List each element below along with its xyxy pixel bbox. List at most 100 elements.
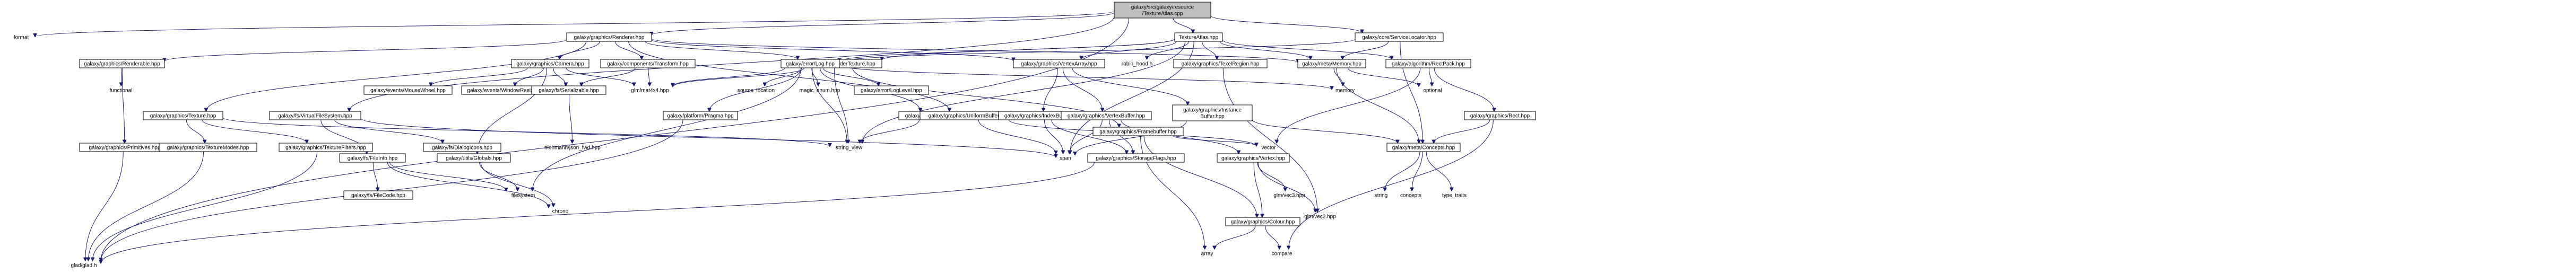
node-servicelocator[interactable]: galaxy/core/ServiceLocator.hpp <box>1355 32 1444 42</box>
node-label-filesystem-0: filesystem <box>511 193 535 199</box>
edge-vertexbuffer-to-storageflags <box>1109 119 1133 154</box>
edge-renderer-to-metamemory <box>651 38 1298 63</box>
node-label-pragma-0: galaxy/platform/Pragma.hpp <box>667 113 734 119</box>
node-label-glmvec2-0: glm/vec2.hpp <box>1304 214 1336 220</box>
node-label-root-0: galaxy/src/galaxy/resource <box>1131 5 1194 11</box>
node-label-transform-0: galaxy/components/Transform.hpp <box>607 61 689 67</box>
node-concepts: concepts <box>1400 193 1421 199</box>
edge-root-to-renderer <box>652 12 1115 35</box>
node-label-root-1: /TextureAtlas.cpp <box>1142 11 1183 17</box>
node-globals[interactable]: galaxy/utils/Globals.hpp <box>437 153 511 163</box>
node-concepts_local[interactable]: galaxy/meta/Concepts.hpp <box>1386 143 1461 152</box>
node-texturefilters[interactable]: galaxy/graphics/TextureFilters.hpp <box>279 143 373 152</box>
node-filesystem: filesystem <box>511 193 535 199</box>
node-label-vertexbuffer-0: galaxy/graphics/VertexBuffer.hpp <box>1068 113 1145 119</box>
node-texture[interactable]: galaxy/graphics/Texture.hpp <box>143 111 223 120</box>
node-magicenum: magic_enum.hpp <box>800 88 840 94</box>
edge-vertexarray-to-vertexbuffer <box>1062 67 1102 111</box>
node-label-optional-0: optional <box>1423 88 1442 94</box>
node-serializable[interactable]: galaxy/fs/Serializable.hpp <box>531 85 606 95</box>
edge-primitives-to-glad <box>85 151 124 261</box>
edge-virtualfs-to-span <box>360 118 1056 157</box>
node-graphicsvertex[interactable]: galaxy/graphics/Vertex.hpp <box>1217 153 1290 163</box>
edge-storageflags-to-glad <box>101 162 1095 263</box>
edge-texture-to-texturefilters <box>202 119 307 143</box>
edge-texturefilters-to-glad <box>92 151 318 261</box>
edge-root-to-virtualfs <box>349 16 1115 111</box>
node-root[interactable]: galaxy/src/galaxy/resource/TextureAtlas.… <box>1114 2 1211 19</box>
node-renderer[interactable]: galaxy/graphics/Renderer.hpp <box>566 32 652 42</box>
node-array: array <box>1201 251 1213 257</box>
node-label-mousewheel-0: galaxy/events/MouseWheel.hpp <box>370 88 446 94</box>
node-label-errorlog-0: galaxy/error/Log.hpp <box>786 61 835 67</box>
node-box-fileinfo <box>339 153 406 163</box>
edge-globals-to-filesystem <box>479 162 518 191</box>
node-glmvec3: glm/vec3.hpp <box>1273 193 1305 199</box>
node-label-functional-0: functional <box>110 88 133 94</box>
node-metamemory[interactable]: galaxy/meta/Memory.hpp <box>1297 59 1366 68</box>
node-errorlog[interactable]: galaxy/error/Log.hpp <box>780 59 840 68</box>
edge-renderer-to-uniformbuffer <box>628 41 950 111</box>
dependency-nodes: galaxy/src/galaxy/resource/TextureAtlas.… <box>14 2 1536 269</box>
node-rectpack[interactable]: galaxy/algorithm/RectPack.hpp <box>1385 59 1471 68</box>
node-stringview: string_view <box>836 145 863 151</box>
edge-concepts_local-to-string <box>1385 151 1420 191</box>
edge-concepts_local-to-typetraits <box>1426 151 1452 191</box>
edge-camera-to-glmmat4 <box>566 67 634 86</box>
edge-metamemory-to-optional <box>1347 67 1419 86</box>
edge-errorlog-to-magicenum <box>811 67 818 86</box>
edge-globals-to-chrono <box>480 162 553 207</box>
edge-renderable-to-functional <box>121 67 122 86</box>
node-box-virtualfs <box>269 111 361 120</box>
node-transform[interactable]: galaxy/components/Transform.hpp <box>600 59 696 68</box>
node-compare: compare <box>1272 251 1293 257</box>
edge-textureatlas-to-robinhood <box>1147 41 1189 59</box>
edge-colour-to-array <box>1215 225 1256 249</box>
node-texturemodes[interactable]: galaxy/graphics/TextureModes.hpp <box>159 143 257 152</box>
node-label-camera-0: galaxy/graphics/Camera.hpp <box>516 61 584 67</box>
node-virtualfs[interactable]: galaxy/fs/VirtualFileSystem.hpp <box>269 111 361 120</box>
node-loglevel[interactable]: galaxy/error/LogLevel.hpp <box>854 85 929 95</box>
node-box-pragma <box>663 111 738 120</box>
edge-errorlog-to-pragma <box>709 67 802 111</box>
node-primitives[interactable]: galaxy/graphics/Primitives.hpp <box>79 143 170 152</box>
node-storageflags[interactable]: galaxy/graphics/StorageFlags.hpp <box>1087 153 1185 163</box>
node-box-instancebuffer <box>1172 104 1253 121</box>
edge-indexbuffer-to-storageflags <box>1051 119 1127 154</box>
node-vertexarray[interactable]: galaxy/graphics/VertexArray.hpp <box>1013 59 1105 68</box>
edge-vertexarray-to-instancebuffer <box>1072 67 1188 105</box>
node-dialogicons[interactable]: galaxy/fs/DialogIcons.hpp <box>423 143 501 152</box>
node-renderable[interactable]: galaxy/graphics/Renderable.hpp <box>79 59 165 68</box>
node-rect[interactable]: galaxy/graphics/Rect.hpp <box>1464 111 1536 120</box>
node-string: string <box>1375 193 1387 199</box>
node-label-uniformbuffer-0: galaxy/graphics/UniformBuffer.hpp <box>929 113 1010 119</box>
node-textureatlas[interactable]: TextureAtlas.hpp <box>1174 32 1223 42</box>
node-pragma[interactable]: galaxy/platform/Pragma.hpp <box>663 111 738 120</box>
edge-fileinfo-to-filesystem <box>389 162 506 191</box>
node-glad: glad/glad.h <box>71 263 97 269</box>
node-box-root <box>1114 2 1211 19</box>
node-filecode[interactable]: galaxy/fs/FileCode.hpp <box>343 190 413 200</box>
node-colour[interactable]: galaxy/graphics/Colour.hpp <box>1225 217 1300 226</box>
edge-renderer-to-camera <box>560 41 600 59</box>
node-camera[interactable]: galaxy/graphics/Camera.hpp <box>511 59 589 68</box>
node-texelregion[interactable]: galaxy/graphics/TexelRegion.hpp <box>1173 59 1268 68</box>
node-label-compare-0: compare <box>1272 251 1293 257</box>
edge-textureatlas-to-stringview <box>862 41 1186 143</box>
node-label-framebuffer-0: galaxy/graphics/Framebuffer.hpp <box>1099 129 1177 135</box>
node-box-vertexbuffer <box>1061 111 1152 120</box>
node-mousewheel[interactable]: galaxy/events/MouseWheel.hpp <box>363 85 453 95</box>
node-label-textureatlas-0: TextureAtlas.hpp <box>1179 35 1219 41</box>
edge-vertexbuffer-to-span <box>1070 119 1103 154</box>
node-fileinfo[interactable]: galaxy/fs/FileInfo.hpp <box>339 153 406 163</box>
node-label-rectpack-0: galaxy/algorithm/RectPack.hpp <box>1392 61 1465 67</box>
edge-framebuffer-to-colour <box>1143 135 1257 217</box>
node-glmvec2: glm/vec2.hpp <box>1304 214 1336 220</box>
edge-renderer-to-rendertexture <box>645 41 798 59</box>
node-label-stringview-0: string_view <box>836 145 863 151</box>
node-vertexbuffer[interactable]: galaxy/graphics/VertexBuffer.hpp <box>1061 111 1152 120</box>
node-framebuffer[interactable]: galaxy/graphics/Framebuffer.hpp <box>1092 127 1184 136</box>
node-label-glmvec3-0: glm/vec3.hpp <box>1273 193 1305 199</box>
